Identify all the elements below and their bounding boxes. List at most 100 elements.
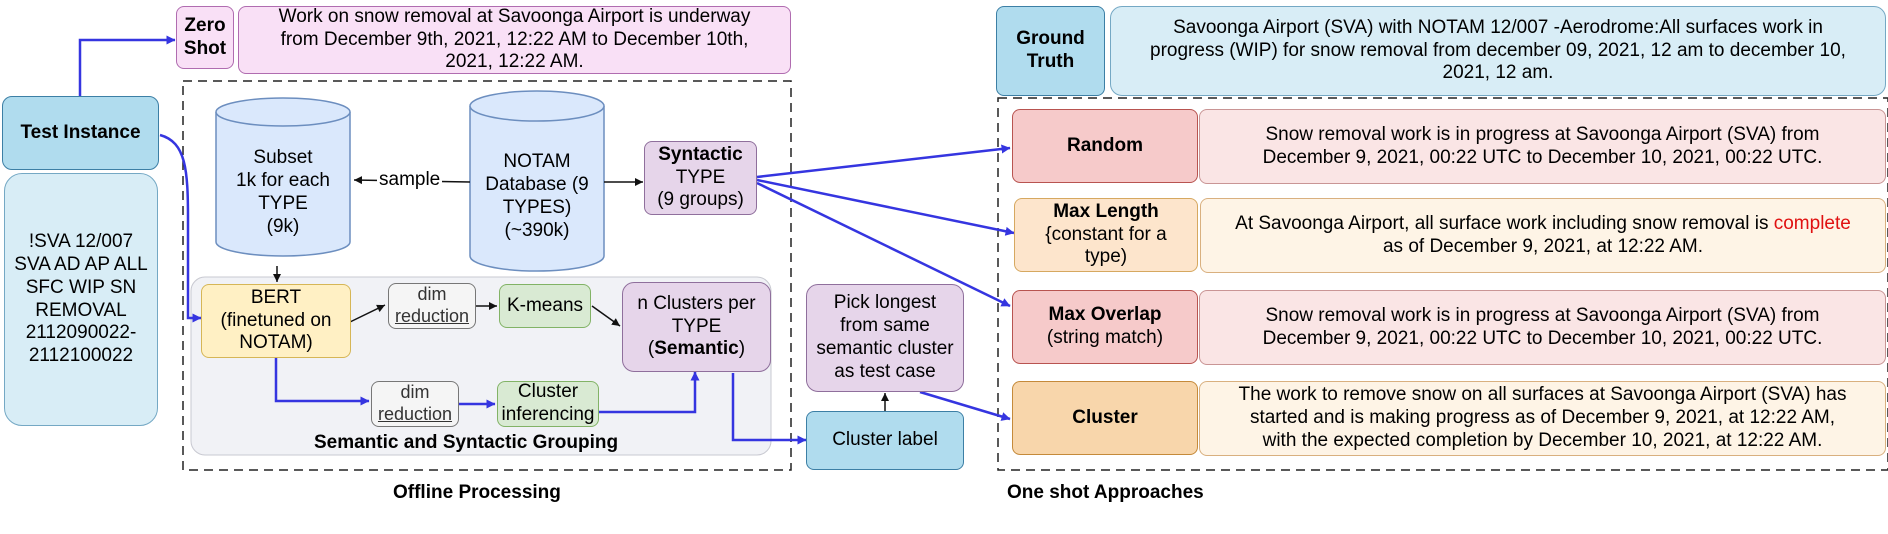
bert-line: NOTAM) (239, 332, 313, 354)
database-label-line: NOTAM (503, 150, 571, 172)
arrow-bert-to-dim-reduction-2 (274, 352, 370, 406)
subset-label-line: Subset (253, 146, 313, 168)
database-label-line: (~390k) (504, 220, 570, 242)
offline-processing-title: Offline Processing (393, 482, 561, 503)
zero-shot-output-line: from December 9th, 2021, 12:22 AM to Dec… (280, 28, 749, 50)
ground-truth-text-line: 2021, 12 am. (1442, 62, 1554, 84)
approach-random-box: Random (1012, 109, 1198, 183)
highlighted-word: complete (1773, 212, 1851, 234)
bert-box: BERT (finetuned on NOTAM) (201, 284, 351, 358)
approach-name-line: type) (1084, 246, 1128, 268)
n-clusters-line: (Semantic) (648, 338, 745, 361)
zero-shot-label-line: Shot (183, 37, 227, 59)
grouping-title: Semantic and Syntactic Grouping (314, 432, 619, 453)
approach-name: Max Overlap (1048, 304, 1162, 326)
approach-name: Cluster (1072, 406, 1138, 428)
approach-output-line: with the expected completion by December… (1262, 429, 1823, 451)
subset-label-line: 1k for each (236, 169, 330, 191)
cluster-inferencing-line: Cluster (517, 381, 579, 403)
subset-label-line: (9k) (266, 216, 300, 238)
dim-reduction-box-2: dim reduction (371, 381, 459, 427)
approach-output-line: December 9, 2021, 00:22 UTC to December … (1262, 327, 1823, 349)
approach-output-line: Snow removal work is in progress at Savo… (1265, 123, 1820, 145)
notam-raw-line: REMOVAL (35, 299, 127, 321)
cluster-label-text: Cluster label (832, 429, 938, 451)
cluster-inferencing-line: inferencing (501, 404, 595, 425)
ground-truth-text-box: Savoonga Airport (SVA) with NOTAM 12/007… (1110, 6, 1886, 96)
kmeans-box: K-means (499, 284, 591, 328)
kmeans-label: K-means (506, 294, 584, 316)
arrow-test-to-bert (159, 133, 202, 323)
notam-raw-line: SVA AD AP ALL (14, 253, 148, 275)
approach-output-line: The work to remove snow on all surfaces … (1238, 384, 1847, 406)
approach-name: Random (1067, 134, 1143, 156)
test-instance-box: Test Instance (2, 96, 159, 170)
notam-database-cylinder (469, 90, 605, 272)
sample-edge-label: sample (377, 169, 443, 191)
approach-output-line: started and is making progress as of Dec… (1249, 407, 1836, 429)
ground-truth-label-line: Truth (1026, 51, 1075, 72)
arrow-syntactic-to-random (756, 144, 1011, 179)
pick-longest-box: Pick longest from same semantic cluster … (806, 284, 964, 392)
notam-raw-line: 2112090022- (25, 322, 137, 344)
dim-reduction-line: dim (400, 382, 430, 403)
approach-max-length-box: Max Length {constant for a type) (1014, 198, 1198, 272)
n-clusters-box: n Clusters per TYPE (Semantic) (622, 282, 771, 372)
approach-output-line: December 9, 2021, 00:22 UTC to December … (1262, 146, 1823, 168)
pick-longest-line: as test case (834, 360, 936, 382)
arrow-pick-longest-to-cluster (919, 390, 1011, 421)
zero-shot-label-line: Zero (184, 14, 226, 36)
pick-longest-line: from same (840, 315, 930, 337)
ground-truth-text-line: Savoonga Airport (SVA) with NOTAM 12/007… (1173, 16, 1823, 38)
approach-output-line: Snow removal work is in progress at Savo… (1265, 304, 1820, 326)
approach-name-line: {constant for a (1045, 223, 1167, 245)
pick-longest-line: semantic cluster (816, 338, 954, 359)
ground-truth-label-box: Ground Truth (996, 6, 1105, 96)
dim-reduction-line: reduction (377, 404, 453, 424)
semantic-word: Semantic (654, 338, 739, 360)
test-instance-label: Test Instance (20, 121, 141, 143)
approach-output-line: as of December 9, 2021, at 12:22 AM. (1382, 235, 1704, 257)
approach-name-line: (string match) (1046, 327, 1164, 348)
pick-longest-line: Pick longest (833, 292, 937, 314)
one-shot-approaches-title: One shot Approaches (1007, 482, 1204, 503)
approach-cluster-box: Cluster (1012, 381, 1198, 455)
offline-processing-border (182, 80, 792, 471)
approach-max-overlap-box: Max Overlap (string match) (1012, 290, 1198, 364)
dim-reduction-line: reduction (394, 306, 470, 326)
notam-raw-line: 2112100022 (28, 345, 134, 367)
test-instance-notam-box: !SVA 12/007 SVA AD AP ALL SFC WIP SN REM… (4, 173, 158, 426)
cluster-label-box: Cluster label (806, 411, 964, 470)
notam-raw-line: !SVA 12/007 (28, 231, 134, 253)
ground-truth-label-line: Ground (1016, 28, 1085, 50)
zero-shot-output-line: Work on snow removal at Savoonga Airport… (278, 6, 751, 27)
notam-raw-line: SFC WIP SN (25, 276, 137, 298)
syntactic-title: Syntactic (658, 143, 743, 165)
zero-shot-label-box: Zero Shot (176, 6, 234, 69)
arrow-kmeans-to-n-clusters (591, 305, 621, 327)
arrow-bert-to-dim-reduction-1 (349, 304, 386, 323)
database-label-line: TYPES) (502, 197, 572, 218)
arrow-inferencing-to-n-clusters (598, 371, 700, 414)
syntactic-line: (9 groups) (657, 189, 744, 211)
approach-output-line: At Savoonga Airport, all surface work in… (1235, 213, 1851, 236)
approach-max-length-output: At Savoonga Airport, all surface work in… (1200, 198, 1886, 273)
zero-shot-output-line: 2021, 12:22 AM. (445, 51, 584, 73)
paren-open: ( (647, 338, 655, 360)
dim-reduction-line: dim (417, 284, 447, 305)
dim-reduction-box-1: dim reduction (388, 283, 476, 329)
n-clusters-line: n Clusters per (637, 292, 756, 314)
n-clusters-line: TYPE (671, 315, 722, 337)
cluster-inferencing-box: Cluster inferencing (497, 381, 599, 427)
ground-truth-text-line: progress (WIP) for snow removal from dec… (1150, 39, 1846, 61)
subset-label: Subset 1k for each TYPE (9k) (216, 132, 350, 252)
output-text: At Savoonga Airport, all surface work in… (1235, 212, 1774, 234)
notam-database-label: NOTAM Database (9 TYPES) (~390k) (470, 130, 604, 262)
approach-max-overlap-output: Snow removal work is in progress at Savo… (1199, 290, 1886, 365)
bert-line: BERT (250, 286, 302, 308)
paren-close: ) (738, 338, 746, 360)
arrow-syntactic-to-max-length (756, 178, 1015, 236)
subset-label-line: TYPE (258, 193, 308, 214)
syntactic-type-box: Syntactic TYPE (9 groups) (644, 141, 757, 215)
arrow-n-clusters-to-cluster-label (731, 373, 807, 445)
